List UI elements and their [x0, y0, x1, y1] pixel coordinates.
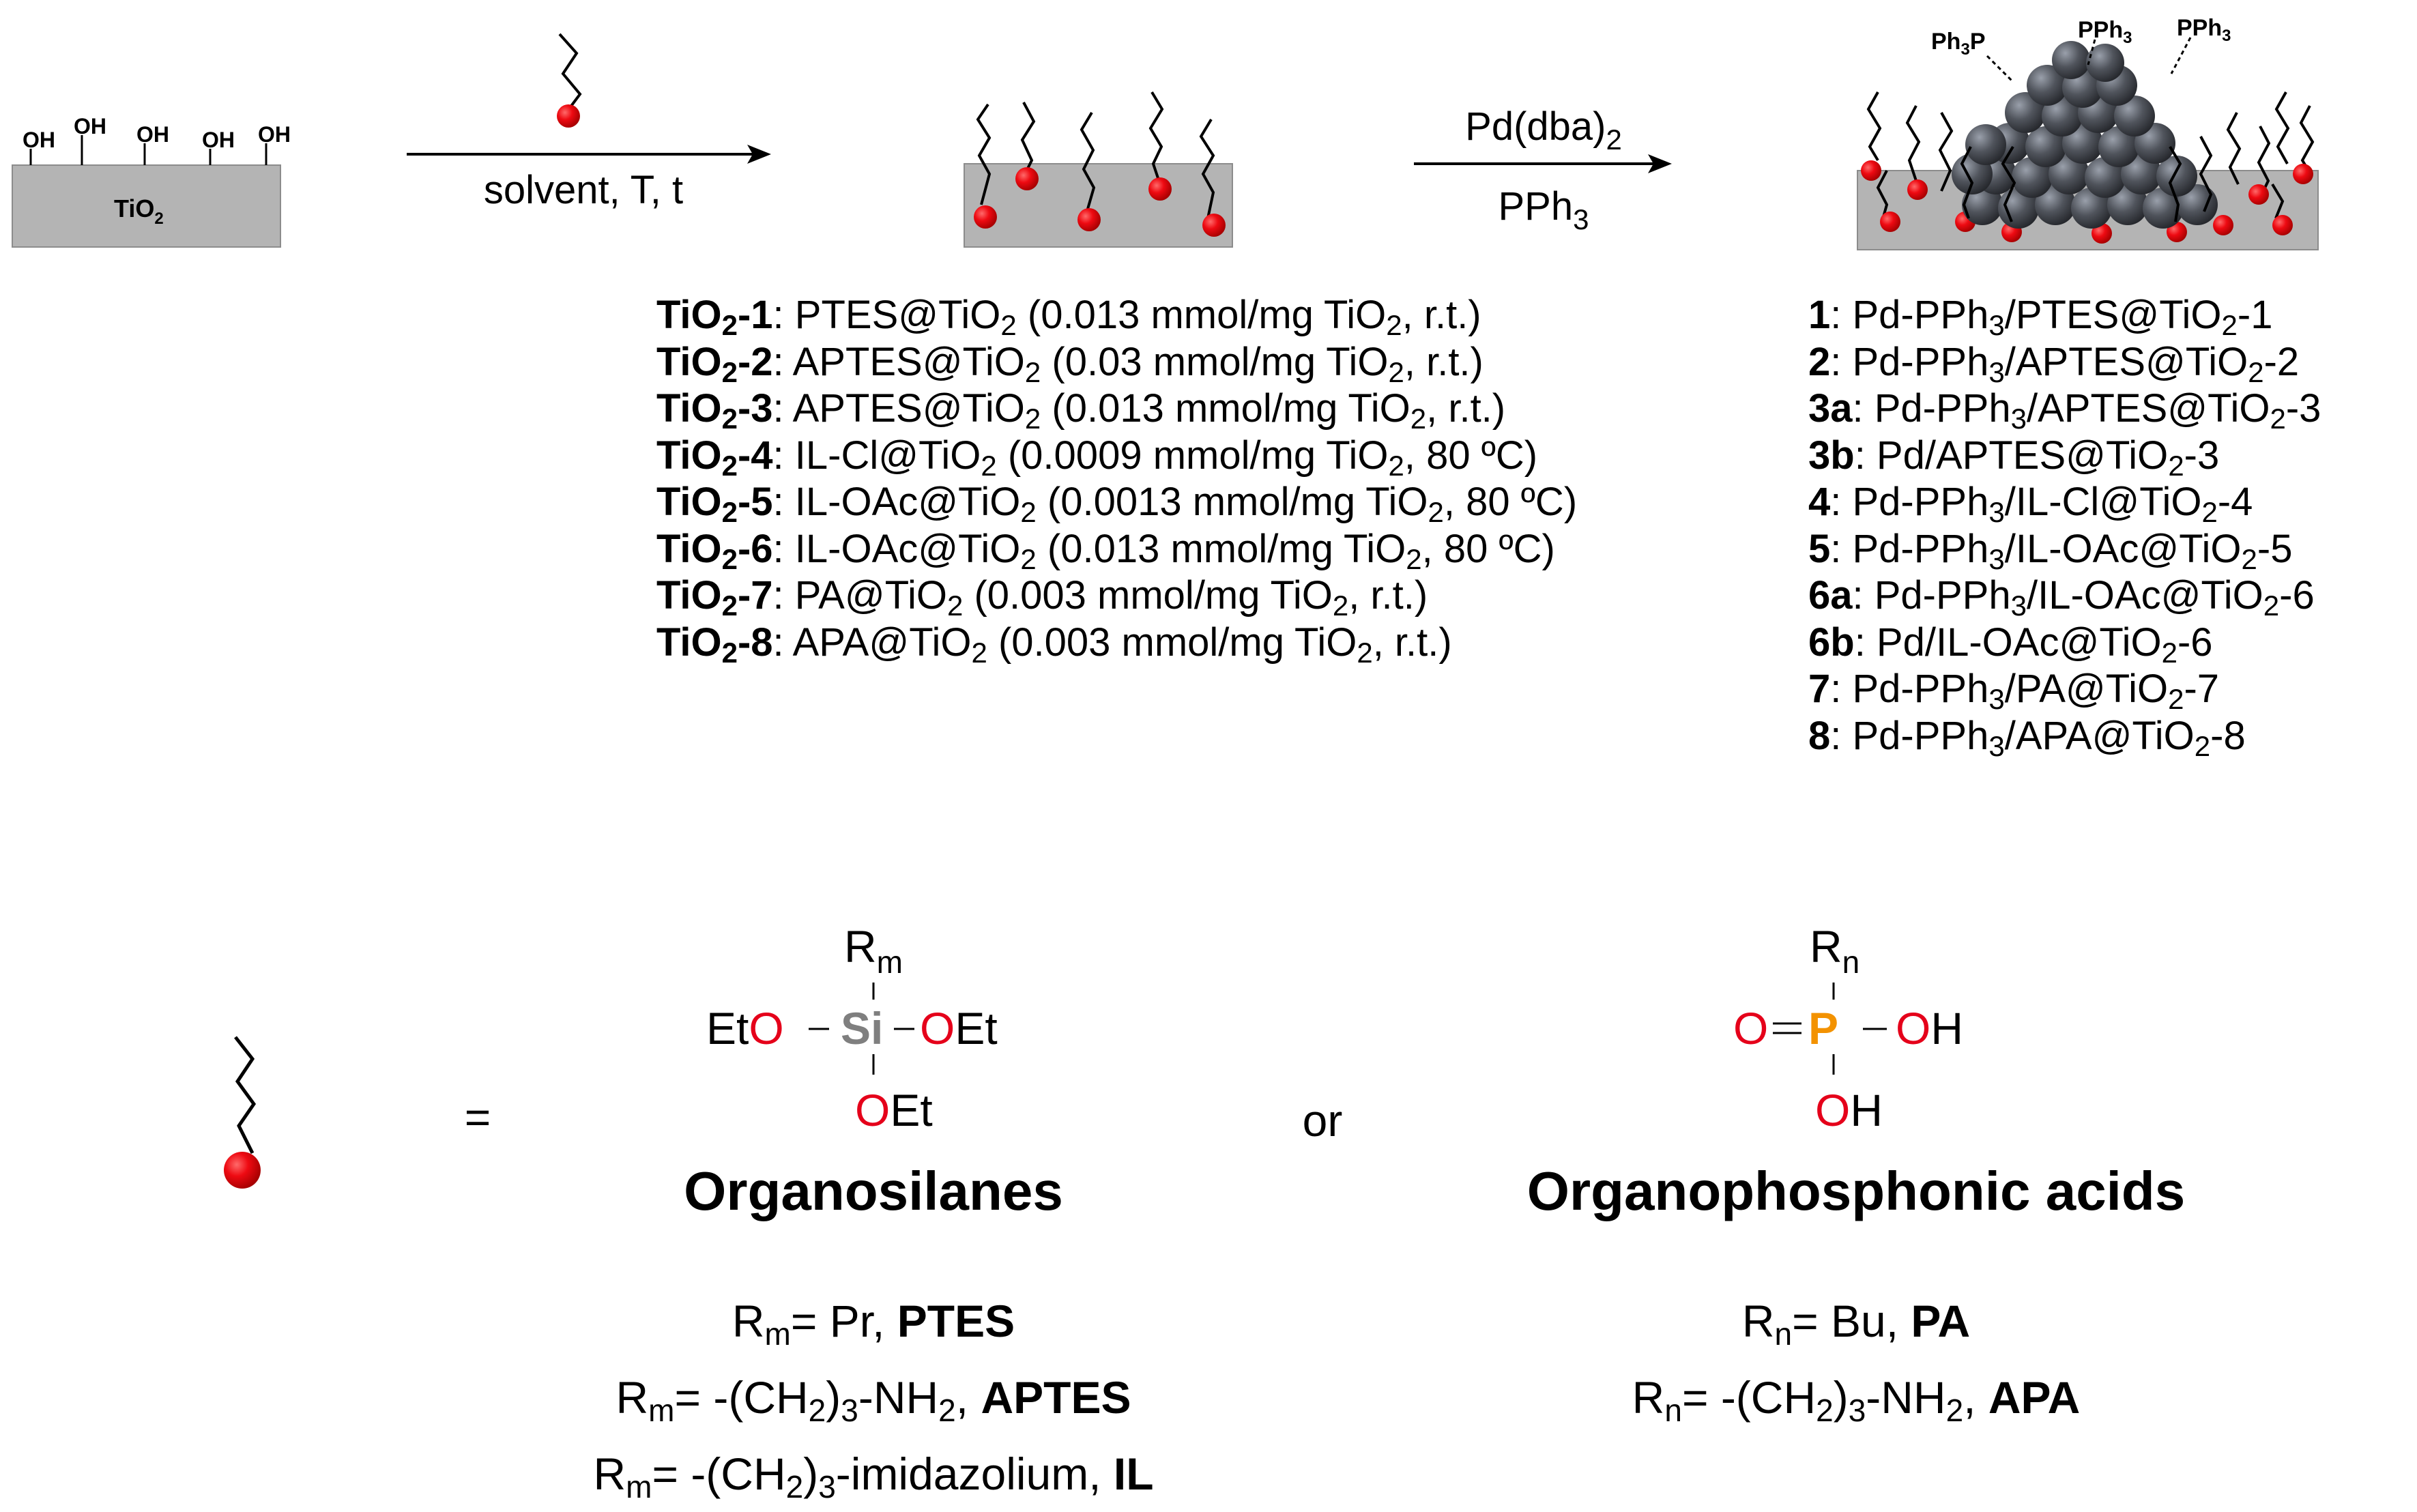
hydroxyl-label: OH: [136, 122, 169, 147]
hydroxyl-label: OH: [74, 114, 106, 139]
catalyst-list: 1: Pd-PPh3/PTES@TiO2-1 2: Pd-PPh3/APTES@…: [1808, 292, 2321, 762]
silane-oet-right: OEt: [920, 1003, 998, 1053]
silane-definitions: Rm= Pr, PTES Rm= -(CH2)3-NH2, APTES Rm= …: [464, 1283, 1283, 1512]
reaction-arrow-2: Pd(dba)2 PPh3: [1414, 104, 1672, 235]
support-row: TiO2-7: PA@TiO2 (0.003 mmol/mg TiO2, r.t…: [656, 573, 1428, 622]
arrow1-conditions: solvent, T, t: [484, 168, 683, 212]
catalyst-row: 4: Pd-PPh3/IL-Cl@TiO2-4: [1808, 480, 2253, 528]
catalyst-row: 6b: Pd/IL-OAc@TiO2-6: [1808, 620, 2213, 669]
hydroxyl-label: OH: [23, 128, 55, 152]
catalyst-row: 3a: Pd-PPh3/APTES@TiO2-3: [1808, 386, 2321, 435]
ligand-label: PPh3: [2177, 15, 2231, 45]
ligand-label: Ph3P: [1931, 29, 1986, 59]
anchor-group: [1015, 167, 1039, 190]
definition-aptes: Rm= -(CH2)3-NH2, APTES: [616, 1372, 1131, 1428]
anchor-molecule-icon: [557, 33, 582, 128]
support-row: TiO2-6: IL-OAc@TiO2 (0.013 mmol/mg TiO2,…: [656, 526, 1555, 575]
silane-eto-left: EtO: [706, 1003, 784, 1053]
catalyst-row: 1: Pd-PPh3/PTES@TiO2-1: [1808, 293, 2273, 341]
support-row: TiO2-3: APTES@TiO2 (0.013 mmol/mg TiO2, …: [656, 386, 1506, 435]
anchor-group: [1202, 214, 1226, 237]
phosphonic-definitions: Rn= Bu, PA Rn= -(CH2)3-NH2, APA: [1447, 1283, 2266, 1436]
reaction-arrow-1: solvent, T, t: [407, 33, 771, 212]
silane-r-group: Rm: [844, 921, 903, 980]
arrow2-ligand: PPh3: [1499, 184, 1589, 235]
equals-sign: =: [465, 1092, 491, 1142]
silicon-atom: Si: [841, 1003, 883, 1053]
legend-anchor-icon: [224, 1036, 261, 1189]
hydroxyl-label: OH: [258, 122, 291, 147]
silane-oet-bottom: OEt: [855, 1085, 933, 1135]
catalyst-row: 7: Pd-PPh3/PA@TiO2-7: [1808, 667, 2220, 715]
phosphonic-r-group: Rn: [1810, 921, 1859, 980]
phosphonic-acids-heading: Organophosphonic acids: [1526, 1161, 2186, 1221]
organosilanes-heading: Organosilanes: [684, 1161, 1063, 1221]
phosphoryl-oxygen: O: [1733, 1003, 1768, 1053]
phosphonic-acid-structure: Rn O P OH OH: [1733, 921, 1963, 1135]
phosphorus-atom: P: [1808, 1003, 1838, 1053]
hydroxyl-label: OH: [202, 128, 235, 152]
definition-il: Rm= -(CH2)3-imidazolium, IL: [593, 1449, 1154, 1504]
phosphonic-oh-bottom: OH: [1815, 1085, 1883, 1135]
arrow2-reagent: Pd(dba)2: [1465, 104, 1622, 156]
catalyst-row: 8: Pd-PPh3/APA@TiO2-8: [1808, 713, 2246, 762]
phosphonic-oh-right: OH: [1896, 1003, 1963, 1053]
or-label: or: [1303, 1095, 1343, 1146]
anchor-group: [1148, 177, 1172, 201]
catalyst-row: 3b: Pd/APTES@TiO2-3: [1808, 433, 2220, 482]
functionalized-support-list: TiO2-1: PTES@TiO2 (0.013 mmol/mg TiO2, r…: [656, 292, 1578, 669]
support-row: TiO2-5: IL-OAc@TiO2 (0.0013 mmol/mg TiO2…: [656, 480, 1578, 528]
support-row: TiO2-8: APA@TiO2 (0.003 mmol/mg TiO2, r.…: [656, 620, 1452, 669]
catalyst-row: 2: Pd-PPh3/APTES@TiO2-2: [1808, 339, 2300, 388]
anchor-group: [1077, 208, 1101, 231]
anchor-group: [974, 205, 997, 229]
functionalized-tio2-support: [964, 91, 1233, 248]
catalyst-row: 5: Pd-PPh3/IL-OAc@TiO2-5: [1808, 526, 2293, 575]
support-row: TiO2-2: APTES@TiO2 (0.03 mmol/mg TiO2, r…: [656, 339, 1484, 388]
definition-ptes: Rm= Pr, PTES: [732, 1296, 1015, 1352]
bare-tio2-support: OH OH OH OH OH TiO2: [12, 114, 291, 248]
catalyst-row: 6a: Pd-PPh3/IL-OAc@TiO2-6: [1808, 573, 2315, 622]
ligand-label: PPh3: [2078, 17, 2132, 47]
pd-nanoparticle-catalyst: Ph3P PPh3 PPh3: [1857, 15, 2319, 250]
support-row: TiO2-4: IL-Cl@TiO2 (0.0009 mmol/mg TiO2,…: [656, 433, 1538, 482]
definition-pa: Rn= Bu, PA: [1741, 1296, 1971, 1352]
definition-apa: Rn= -(CH2)3-NH2, APA: [1632, 1372, 2081, 1428]
support-row: TiO2-1: PTES@TiO2 (0.013 mmol/mg TiO2, r…: [656, 293, 1481, 341]
organosilane-structure: Rm EtO Si OEt OEt: [706, 921, 998, 1135]
